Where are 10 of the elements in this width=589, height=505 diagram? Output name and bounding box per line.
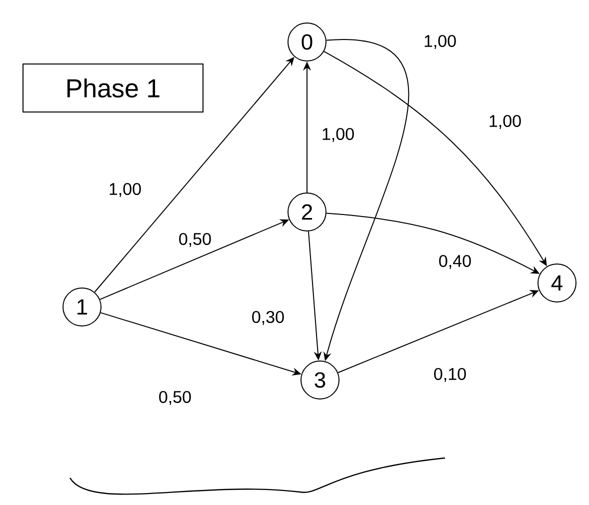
label-box: Phase 1 <box>22 63 204 112</box>
edge-label: 0,50 <box>157 390 193 406</box>
edge-label: 0,30 <box>250 310 286 326</box>
edge-label: 0,40 <box>437 254 473 270</box>
edge-label: 1,00 <box>422 34 458 50</box>
edge-label: 1,00 <box>107 182 143 198</box>
edge-label: 1,00 <box>487 114 523 130</box>
edge-label: 0,50 <box>177 232 213 248</box>
edge-label: 1,00 <box>320 126 356 143</box>
edge-label: 0,10 <box>432 366 468 383</box>
